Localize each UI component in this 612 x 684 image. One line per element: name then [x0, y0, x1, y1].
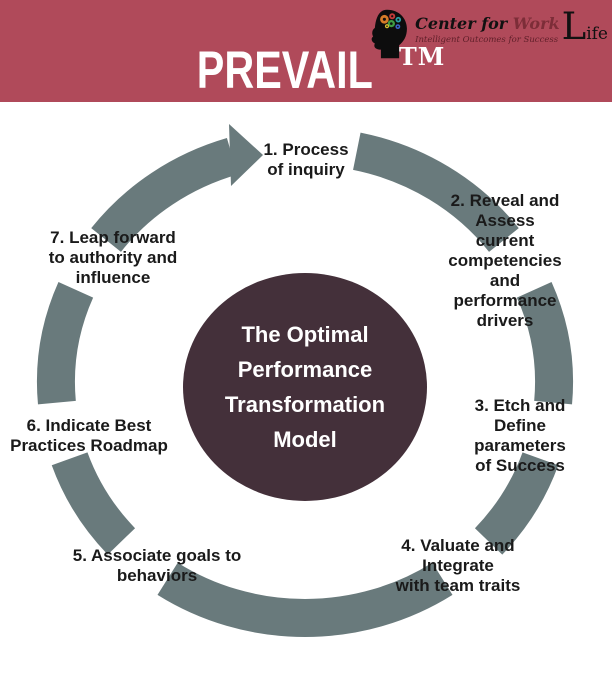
logo-letters-rest: ife [586, 24, 608, 44]
step-label-6: 6. Indicate Best Practices Roadmap [10, 416, 168, 455]
ring-segment-5 [51, 451, 136, 555]
page-title-text: PREVAIL [196, 41, 373, 100]
step-label-4: 4. Valuate and Integrate with team trait… [395, 536, 521, 595]
ring-segment-2 [516, 282, 574, 405]
logo-big-letter: L [561, 5, 587, 48]
ring-segment-3 [474, 451, 559, 555]
company-logo: Center for Work Intelligent Outcomes for… [361, 6, 608, 64]
step-label-2: 2. Reveal and Assess current competencie… [448, 191, 562, 330]
logo-text: Center for Work Intelligent Outcomes for… [415, 15, 560, 46]
step-label-1: 1. Process of inquiry [263, 140, 349, 179]
ring-segment-1 [352, 132, 519, 253]
step-label-5: 5. Associate goals to behaviors [72, 546, 242, 585]
ring-arrowhead-icon [229, 124, 263, 186]
brain-gears-icon [371, 9, 408, 59]
ring-segment-4 [157, 562, 453, 637]
logo-name-prefix: Center for [415, 14, 513, 33]
page-title: PREVAIL TM [0, 40, 612, 101]
ring-segment-6 [36, 282, 94, 405]
step-label-7: 7. Leap forward to authority and influen… [48, 228, 178, 287]
logo-name-accent: Work [512, 14, 560, 33]
ring-segment-7 [91, 138, 238, 253]
step-label-3: 3. Etch and Define parameters of Success [474, 396, 566, 475]
center-circle [183, 273, 427, 501]
center-circle-label: The Optimal Performance Transformation M… [224, 322, 386, 452]
header-banner: PREVAIL TM Center for Work Intelligent O… [0, 0, 612, 102]
logo-name: Center for Work [415, 15, 560, 33]
trademark-symbol: TM [398, 42, 446, 71]
logo-tagline: Intelligent Outcomes for Success [415, 35, 559, 45]
